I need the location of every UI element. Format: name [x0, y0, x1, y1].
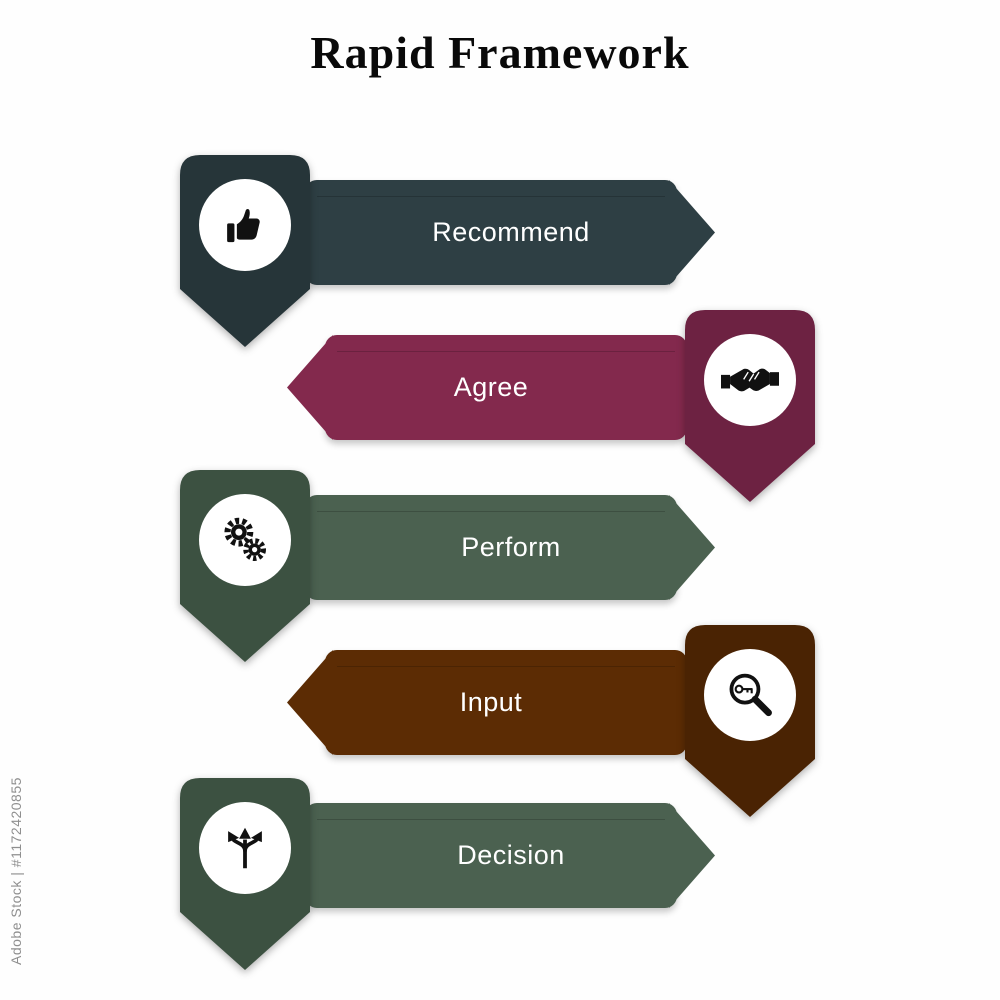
banner-arrow-tip: [287, 650, 333, 755]
step-label-perform: Perform: [461, 532, 561, 562]
icon-circle: [199, 179, 291, 271]
banner-arrow-tip: [669, 180, 715, 285]
banner-perform: Perform: [305, 495, 715, 600]
badge-perform: [180, 470, 310, 662]
gears-icon: [224, 517, 266, 561]
step-label-input: Input: [459, 687, 523, 717]
step-label-recommend: Recommend: [432, 217, 590, 247]
banner-recommend: Recommend: [305, 180, 715, 285]
banner-arrow-tip: [669, 803, 715, 908]
split-arrows-icon: [228, 827, 262, 869]
banner-input: Input: [287, 650, 687, 755]
icon-circle: [704, 334, 796, 426]
banner-decision: Decision: [305, 803, 715, 908]
badge-agree: [685, 310, 815, 502]
step-label-agree: Agree: [453, 372, 529, 402]
page-title: Rapid Framework: [310, 27, 690, 78]
step-label-decision: Decision: [457, 840, 565, 870]
icon-circle: [199, 494, 291, 586]
watermark: Adobe Stock | #1172420855: [8, 777, 24, 965]
banner-arrow-tip: [669, 495, 715, 600]
icon-circle: [704, 649, 796, 741]
handshake-icon: [721, 368, 779, 392]
banner-agree: Agree: [287, 335, 687, 440]
badge-decision: [180, 778, 310, 970]
banner-arrow-tip: [287, 335, 333, 440]
badge-recommend: [180, 155, 310, 347]
thumbs-up-icon: [227, 208, 260, 243]
badge-input: [685, 625, 815, 817]
icon-circle: [199, 802, 291, 894]
magnifier-key-icon: [729, 673, 772, 717]
